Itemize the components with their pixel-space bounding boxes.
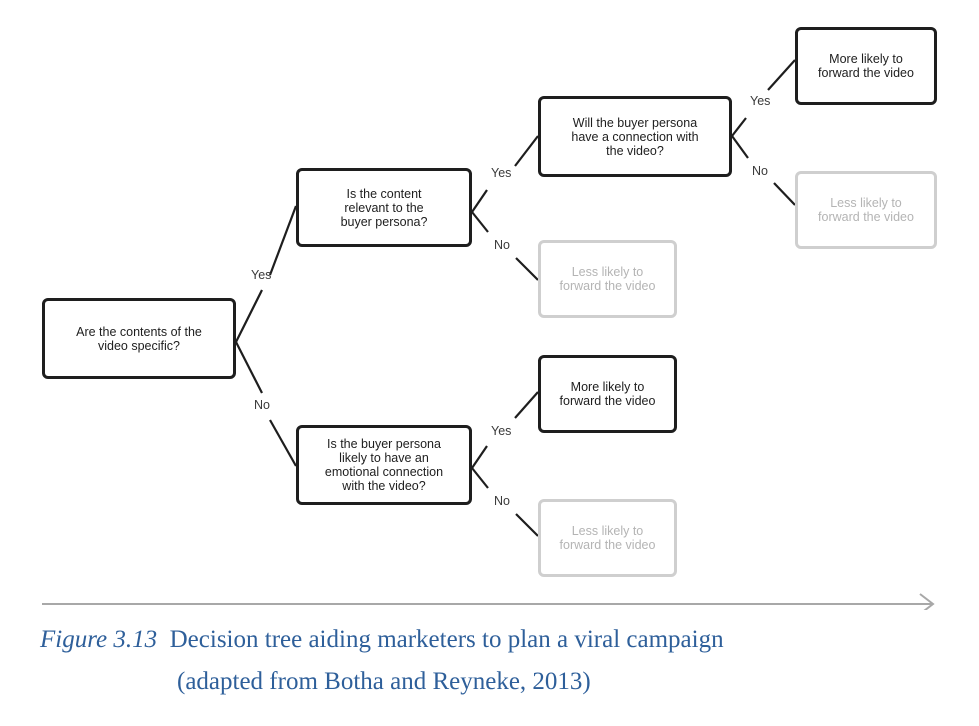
edge-label-relevant-no: No bbox=[494, 238, 510, 252]
edge-label-connection-yes: Yes bbox=[750, 94, 771, 108]
edge-root-yes bbox=[235, 289, 263, 343]
edge-emotional-no bbox=[471, 467, 489, 489]
edge-connection-yes-b bbox=[767, 59, 796, 91]
edge-label-emotional-no: No bbox=[494, 494, 510, 508]
node-emotional-question: Is the buyer persona likely to have an e… bbox=[296, 425, 472, 505]
edge-relevant-yes-b bbox=[514, 135, 539, 167]
edge-connection-yes bbox=[731, 117, 747, 137]
edge-label-root-no: No bbox=[254, 398, 270, 412]
edge-root-no bbox=[235, 341, 263, 394]
edge-label-connection-no: No bbox=[752, 164, 768, 178]
node-outcome-less-likely-top: Less likely to forward the video bbox=[795, 171, 937, 249]
edge-connection-no bbox=[731, 135, 749, 159]
node-connection-question: Will the buyer persona have a connection… bbox=[538, 96, 732, 177]
figure-label: Figure 3.13 bbox=[40, 626, 158, 653]
edge-relevant-no bbox=[471, 211, 489, 233]
edge-emotional-no-b bbox=[515, 513, 539, 537]
edge-root-yes-b bbox=[268, 205, 298, 276]
timeline-arrow bbox=[42, 593, 935, 610]
node-outcome-more-likely-bottom: More likely to forward the video bbox=[538, 355, 677, 433]
edge-relevant-yes bbox=[471, 189, 488, 213]
edge-emotional-yes-b bbox=[514, 391, 539, 419]
connector-lines bbox=[42, 59, 935, 610]
figure-title: Decision tree aiding marketers to plan a… bbox=[169, 626, 724, 653]
decision-tree-diagram: Are the contents of the video specific? … bbox=[42, 27, 937, 610]
edge-label-relevant-yes: Yes bbox=[491, 166, 512, 180]
edge-label-root-yes: Yes bbox=[251, 268, 272, 282]
edge-connection-no-b bbox=[773, 182, 796, 206]
node-relevance-question: Is the content relevant to the buyer per… bbox=[296, 168, 472, 247]
node-root-question: Are the contents of the video specific? bbox=[42, 298, 236, 379]
edge-root-no-b bbox=[269, 419, 297, 467]
node-outcome-less-likely-bottom: Less likely to forward the video bbox=[538, 499, 677, 577]
edge-emotional-yes bbox=[471, 445, 488, 469]
edge-relevant-no-b bbox=[515, 257, 539, 281]
node-outcome-more-likely-top: More likely to forward the video bbox=[795, 27, 937, 105]
node-outcome-less-likely-middle: Less likely to forward the video bbox=[538, 240, 677, 318]
figure-source-text: (adapted from Botha and Reyneke, 2013) bbox=[177, 668, 591, 695]
edge-label-emotional-yes: Yes bbox=[491, 424, 512, 438]
